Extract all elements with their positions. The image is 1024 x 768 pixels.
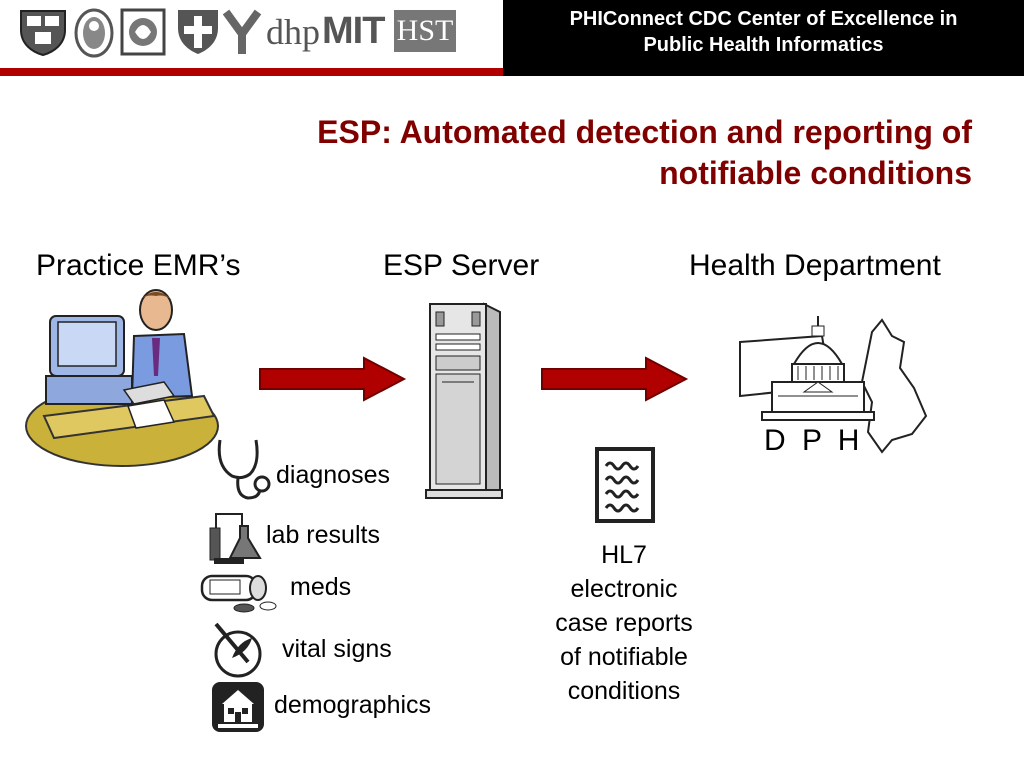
hl7-report-caption: HL7 electronic case reports of notifiabl…: [536, 538, 712, 708]
medallion-logo: [74, 8, 114, 58]
column-heading-health-department: Health Department: [689, 249, 941, 282]
hl7-caption-line-3: case reports: [555, 609, 693, 637]
stethoscope-icon: [217, 439, 271, 500]
mit-logo: MIT: [322, 10, 385, 52]
data-item-label: vital signs: [282, 635, 392, 663]
hl7-caption-line-1: HL7: [601, 541, 647, 569]
data-item-label: demographics: [274, 691, 432, 719]
dph-label: D P H: [764, 424, 864, 457]
y-logo: [222, 9, 262, 54]
header-title: PHIConnect CDC Center of Excellence in P…: [503, 6, 1024, 58]
slide-title-line-1: ESP: Automated detection and reporting o…: [317, 114, 972, 150]
data-item-label: diagnoses: [276, 461, 390, 489]
logo-strip: dhp MIT HST: [0, 0, 503, 70]
hl7-caption-line-5: conditions: [567, 677, 681, 705]
column-heading-practice-emr: Practice EMR’s: [36, 249, 241, 282]
dhp-logo: dhp: [266, 12, 320, 52]
server-tower-icon: [425, 302, 503, 499]
harvard-shield-logo: [20, 10, 66, 56]
shield-logo: [178, 10, 218, 54]
arrow-server-to-dph-icon: [541, 356, 689, 402]
arrow-emr-to-server-icon: [259, 356, 407, 402]
mit-logo-text: MIT: [322, 10, 385, 52]
pill-bottle-icon: [200, 574, 277, 613]
slide-title: ESP: Automated detection and reporting o…: [172, 112, 972, 194]
data-item-label: lab results: [266, 521, 380, 549]
house-icon: [212, 682, 264, 732]
hl7-caption-line-2: electronic: [570, 575, 678, 603]
hl7-caption-line-4: of notifiable: [560, 643, 688, 671]
header-title-line-2: Public Health Informatics: [643, 34, 884, 56]
header-banner: [503, 0, 1024, 76]
hst-logo: HST: [394, 10, 456, 52]
thermometer-icon: [214, 622, 262, 678]
header-title-line-1: PHIConnect CDC Center of Excellence in: [569, 8, 958, 30]
document-report-icon: [595, 447, 655, 523]
lab-flask-icon: [209, 513, 262, 564]
dhp-logo-text: dhp: [266, 12, 320, 52]
data-item-label: meds: [290, 573, 352, 601]
capitol-building-map-icon: [739, 316, 928, 454]
logo-underline-bar: [0, 68, 503, 76]
seal-logo: [120, 8, 166, 56]
hst-logo-text: HST: [396, 14, 454, 47]
doctor-at-computer-icon: [25, 289, 219, 467]
column-heading-esp-server: ESP Server: [383, 249, 540, 282]
slide-title-line-2: notifiable conditions: [659, 155, 972, 191]
